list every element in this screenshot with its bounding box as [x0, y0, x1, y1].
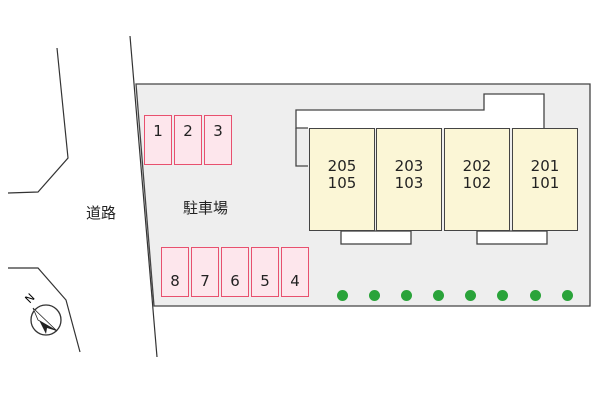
road-edge-left-upper — [7, 47, 69, 194]
tree-icon — [530, 290, 541, 301]
road-edge-right — [129, 35, 158, 358]
unit-upper-number: 202 — [462, 156, 492, 175]
tree-icon — [465, 290, 476, 301]
parking-space: 5 — [251, 247, 279, 297]
road-edge-left-lower — [8, 267, 81, 353]
parking-space: 4 — [281, 247, 309, 297]
unit-lower-number: 105 — [327, 173, 357, 192]
tree-icon — [337, 290, 348, 301]
parking-space: 2 — [174, 115, 202, 165]
tree-icon — [369, 290, 380, 301]
unit-upper-number: 203 — [394, 156, 424, 175]
unit-lower-number: 102 — [462, 173, 492, 192]
parking-space: 3 — [204, 115, 232, 165]
balcony-left — [340, 230, 412, 245]
road-label: 道路 — [86, 204, 117, 222]
unit-upper-number: 201 — [530, 156, 560, 175]
unit-block: 205 105 — [309, 128, 375, 231]
parking-space: 1 — [144, 115, 172, 165]
parking-label: 駐車場 — [183, 199, 229, 217]
unit-upper-number: 205 — [327, 156, 357, 175]
unit-lower-number: 101 — [530, 173, 560, 192]
parking-space: 6 — [221, 247, 249, 297]
building-outline-side — [295, 128, 308, 167]
tree-icon — [401, 290, 412, 301]
balcony-right — [476, 230, 548, 245]
tree-icon — [433, 290, 444, 301]
tree-icon — [562, 290, 573, 301]
parking-space: 8 — [161, 247, 189, 297]
unit-block: 201 101 — [512, 128, 578, 231]
compass — [30, 304, 62, 336]
parking-space: 7 — [191, 247, 219, 297]
unit-block: 203 103 — [376, 128, 442, 231]
tree-icon — [497, 290, 508, 301]
unit-lower-number: 103 — [394, 173, 424, 192]
unit-block: 202 102 — [444, 128, 510, 231]
